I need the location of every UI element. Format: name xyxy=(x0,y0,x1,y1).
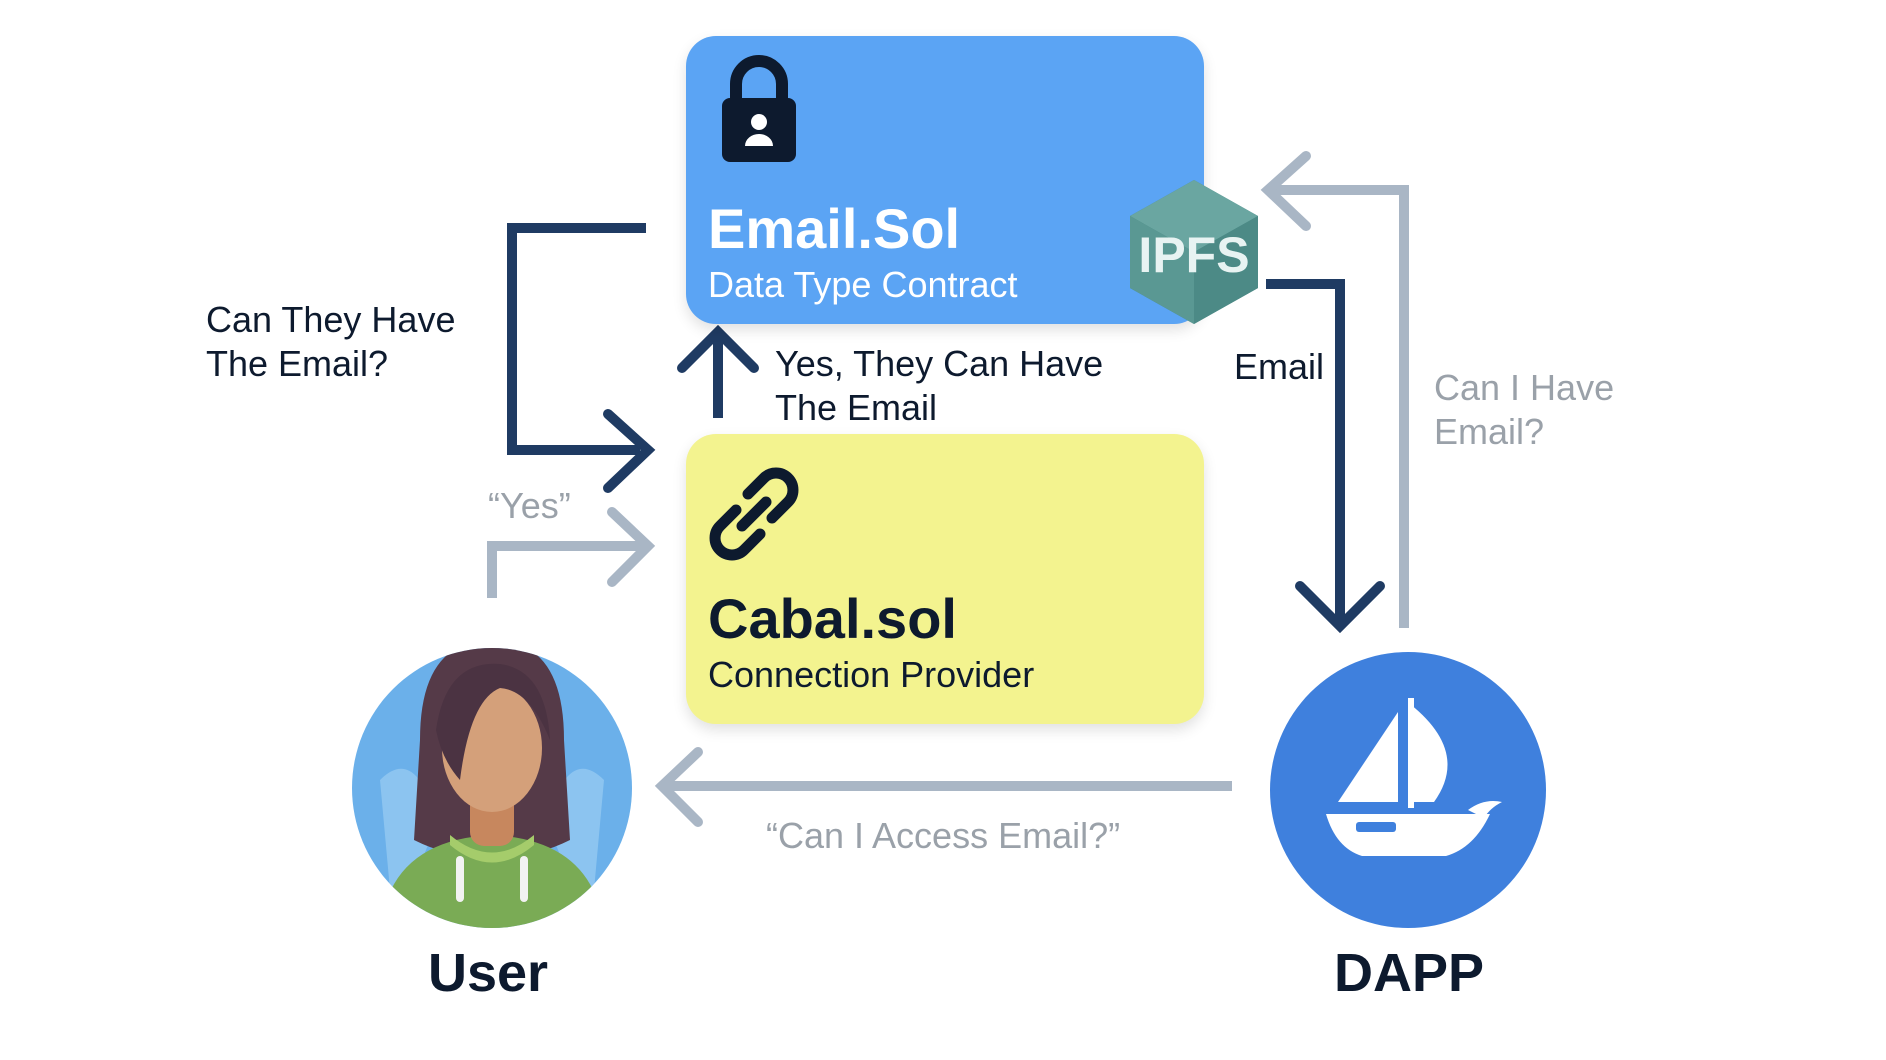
cabal-sol-subtitle: Connection Provider xyxy=(708,654,1035,695)
boat-icon xyxy=(1270,652,1546,928)
user-label: User xyxy=(428,943,549,1003)
dapp-label: DAPP xyxy=(1334,943,1485,1003)
label-can-i-have: Can I Have Email? xyxy=(1434,366,1614,454)
ipfs-badge-text: IPFS xyxy=(1138,227,1249,283)
arrow-can-i-have xyxy=(1260,151,1409,628)
email-sol-title: Email.Sol xyxy=(708,197,961,260)
cabal-sol-box: Cabal.sol Connection Provider xyxy=(686,434,1204,724)
label-line: The Email? xyxy=(206,343,389,384)
label-line: Can They Have xyxy=(206,299,456,340)
link-icon xyxy=(709,467,799,561)
label-yes: “Yes” xyxy=(488,485,571,526)
label-line: The Email xyxy=(775,387,938,428)
label-can-i-access: “Can I Access Email?” xyxy=(766,815,1121,856)
lock-icon xyxy=(722,55,796,162)
ipfs-icon: IPFS xyxy=(1130,180,1258,324)
label-email: Email xyxy=(1234,346,1325,387)
arrow-yes-they-can xyxy=(677,324,759,418)
email-sol-subtitle: Data Type Contract xyxy=(708,264,1018,305)
arrow-yes xyxy=(487,507,656,598)
email-sol-box: Email.Sol Data Type Contract xyxy=(686,36,1204,324)
arrow-email xyxy=(1266,279,1385,634)
label-line: Can I Have xyxy=(1434,367,1615,408)
label-line: Email? xyxy=(1434,411,1545,452)
cabal-sol-title: Cabal.sol xyxy=(708,587,957,650)
user-avatar-icon xyxy=(352,648,632,928)
arrow-can-they-have xyxy=(507,223,656,493)
label-yes-they-can: Yes, They Can Have The Email xyxy=(775,342,1103,430)
arrow-can-i-access xyxy=(654,747,1232,827)
label-can-they-have: Can They Have The Email? xyxy=(206,298,455,386)
label-line: Yes, They Can Have xyxy=(775,343,1104,384)
